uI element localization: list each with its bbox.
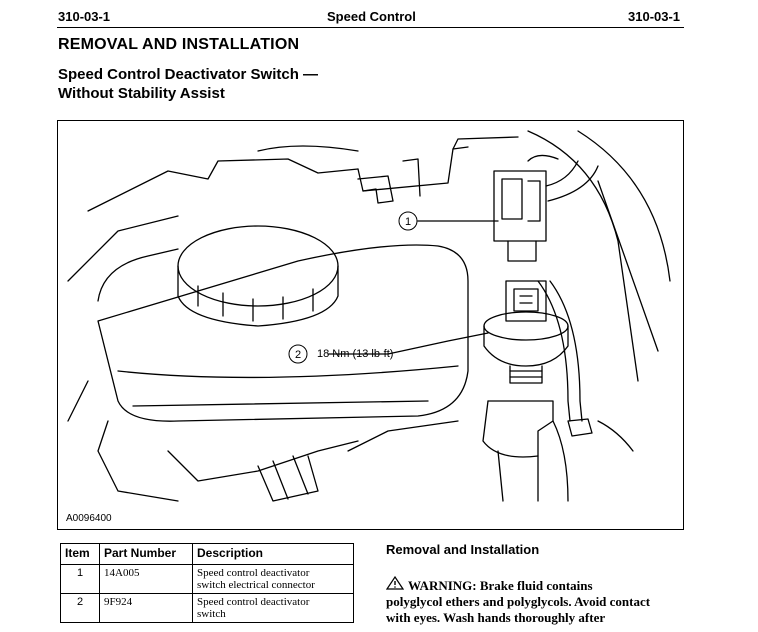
description-line: switch	[197, 608, 226, 620]
table-header-row: Item Part Number Description	[60, 543, 354, 565]
cell-item: 1	[60, 564, 100, 594]
col-header-item: Item	[60, 543, 100, 565]
brake-reservoir-illustration: 1 2	[67, 130, 671, 502]
parts-table: Item Part Number Description 1 14A005 Sp…	[60, 543, 354, 623]
cell-part-number: 9F924	[99, 593, 193, 623]
table-row: 1 14A005 Speed control deactivator switc…	[60, 564, 354, 594]
section-number-left: 310-03-1	[58, 9, 111, 24]
warning-line: polyglycol ethers and polyglycols. Avoid…	[386, 594, 651, 609]
callout-torque-spec: 18 Nm (13 lb-ft)	[317, 348, 394, 360]
page-title: Speed Control	[327, 9, 416, 24]
warning-line: with eyes. Wash hands thoroughly after	[386, 610, 606, 625]
section-number-right: 310-03-1	[628, 9, 681, 24]
cell-description: Speed control deactivator switch electri…	[192, 564, 354, 594]
description-line: Speed control deactivator	[197, 596, 310, 608]
procedure-heading: REMOVAL AND INSTALLATION	[58, 36, 300, 53]
procedure-subheading-line2: Without Stability Assist	[58, 85, 225, 102]
cell-description: Speed control deactivator switch	[192, 593, 354, 623]
callout-circle-2	[288, 344, 308, 364]
removal-installation-title: Removal and Installation	[386, 542, 540, 557]
callout-circle-1	[398, 211, 418, 231]
description-line: switch electrical connector	[197, 579, 315, 591]
callout-number-1: 1	[405, 216, 411, 228]
header-rule	[57, 27, 684, 28]
cell-item: 2	[60, 593, 100, 623]
col-header-part-number: Part Number	[99, 543, 193, 565]
table-row: 2 9F924 Speed control deactivator switch	[60, 593, 354, 623]
warning-block: WARNING: Brake fluid contains polyglycol…	[385, 575, 686, 626]
description-line: Speed control deactivator	[197, 567, 310, 579]
warning-triangle-icon	[385, 575, 405, 594]
illustration-figure: 1 2 18 Nm (13 lb-ft) A0096400	[57, 120, 684, 530]
callout-number-2: 2	[295, 349, 301, 361]
procedure-subheading-line1: Speed Control Deactivator Switch —	[58, 66, 319, 83]
warning-line: WARNING: Brake fluid contains	[408, 578, 593, 593]
col-header-description: Description	[192, 543, 354, 565]
figure-id: A0096400	[66, 513, 112, 524]
cell-part-number: 14A005	[99, 564, 193, 594]
